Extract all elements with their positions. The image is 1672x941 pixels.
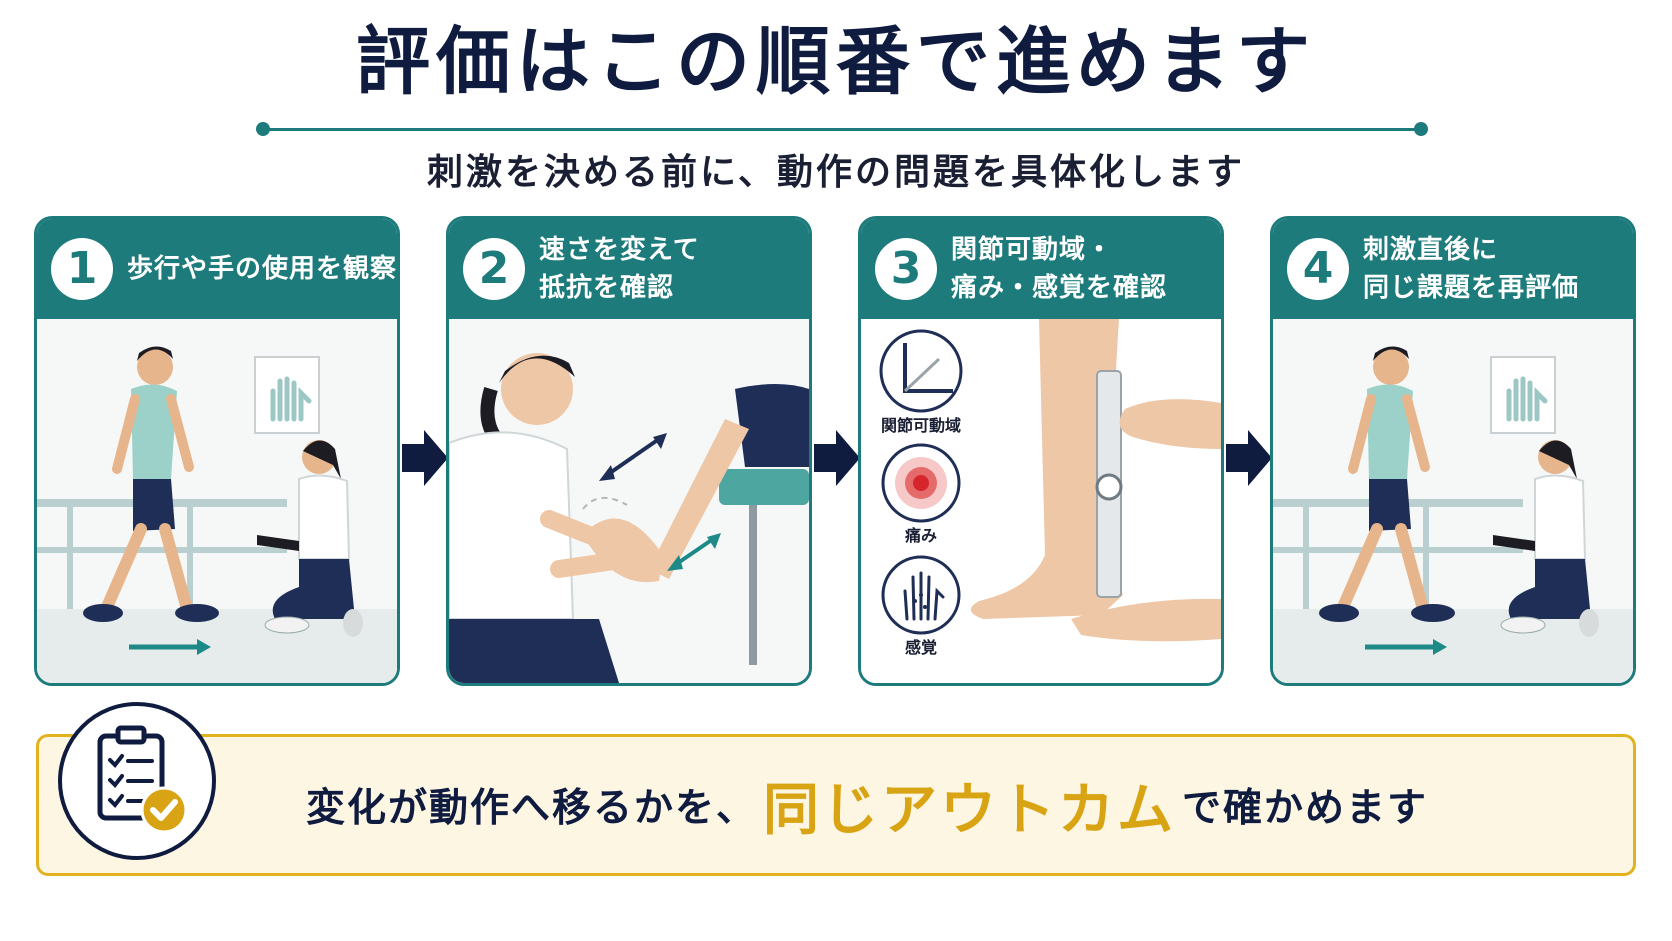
step-1-header: 1 歩行や手の使用を観察 <box>37 219 397 319</box>
double-arrow-icon <box>599 433 721 571</box>
hand-sensation-icon <box>881 555 961 635</box>
conclusion-banner <box>36 734 1636 876</box>
step-3-line-1: 関節可動域・ <box>951 235 1114 265</box>
step-4-illustration <box>1273 319 1633 683</box>
step-4-line-1: 刺激直後に <box>1363 235 1499 265</box>
arrow-right-icon <box>402 430 448 486</box>
clipboard-badge <box>58 702 216 860</box>
step-3-card: 3 関節可動域・ 痛み・感覚を確認 関節可動域 <box>858 216 1224 686</box>
icon-label-sensation: 感覚 <box>905 638 937 657</box>
step-1-illustration <box>37 319 397 683</box>
step-2-number: 2 <box>463 238 525 300</box>
step-2-card: 2 速さを変えて 抵抗を確認 <box>446 216 812 686</box>
step-4-header: 4 刺激直後に 同じ課題を再評価 <box>1273 219 1633 319</box>
step-4-card: 4 刺激直後に 同じ課題を再評価 <box>1270 216 1636 686</box>
step-3-title: 関節可動域・ 痛み・感覚を確認 <box>951 231 1167 307</box>
title-divider <box>262 128 1422 131</box>
hand-chart-icon <box>254 356 320 434</box>
step-1-card: 1 歩行や手の使用を観察 <box>34 216 400 686</box>
conclusion-highlight: 同じアウトカム <box>763 777 1177 843</box>
step-2-line-1: 速さを変えて <box>539 235 700 265</box>
step-3-number: 3 <box>875 238 937 300</box>
page-subtitle: 刺激を決める前に、動作の問題を具体化します <box>427 152 1245 193</box>
arrow-right-icon <box>1226 430 1272 486</box>
pain-target-icon <box>881 443 961 523</box>
step-1-number: 1 <box>51 238 113 300</box>
page-title: 評価はこの順番で進めます <box>356 19 1316 105</box>
step-3-header: 3 関節可動域・ 痛み・感覚を確認 <box>861 219 1221 319</box>
conclusion-text-after: で確かめます <box>1182 786 1429 831</box>
step-2-header: 2 速さを変えて 抵抗を確認 <box>449 219 809 319</box>
icon-label-pain: 痛み <box>904 526 937 545</box>
divider-dot-left <box>256 122 270 136</box>
step-1-line-1: 歩行や手の使用を観察 <box>127 254 398 284</box>
arrow-right-icon <box>814 430 860 486</box>
step-1-title: 歩行や手の使用を観察 <box>127 250 397 288</box>
conclusion-text-before: 変化が動作へ移るかを、 <box>306 786 758 831</box>
step-4-line-2: 同じ課題を再評価 <box>1363 273 1580 303</box>
clipboard-check-icon <box>97 725 188 834</box>
step-2-line-2: 抵抗を確認 <box>539 273 675 303</box>
conclusion-text: 変化が動作へ移るかを、 同じアウトカム で確かめます <box>306 760 1428 850</box>
goniometer-icon <box>879 329 963 413</box>
icon-label-rom: 関節可動域 <box>881 416 961 435</box>
step-4-number: 4 <box>1287 238 1349 300</box>
step-2-title: 速さを変えて 抵抗を確認 <box>539 231 700 307</box>
step-3-line-2: 痛み・感覚を確認 <box>951 273 1168 303</box>
step-3-illustration: 関節可動域 痛み 感覚 <box>861 319 1221 683</box>
step-4-title: 刺激直後に 同じ課題を再評価 <box>1363 231 1579 307</box>
hand-chart-icon <box>1490 356 1556 434</box>
divider-dot-right <box>1414 122 1428 136</box>
step-2-illustration <box>449 319 809 683</box>
